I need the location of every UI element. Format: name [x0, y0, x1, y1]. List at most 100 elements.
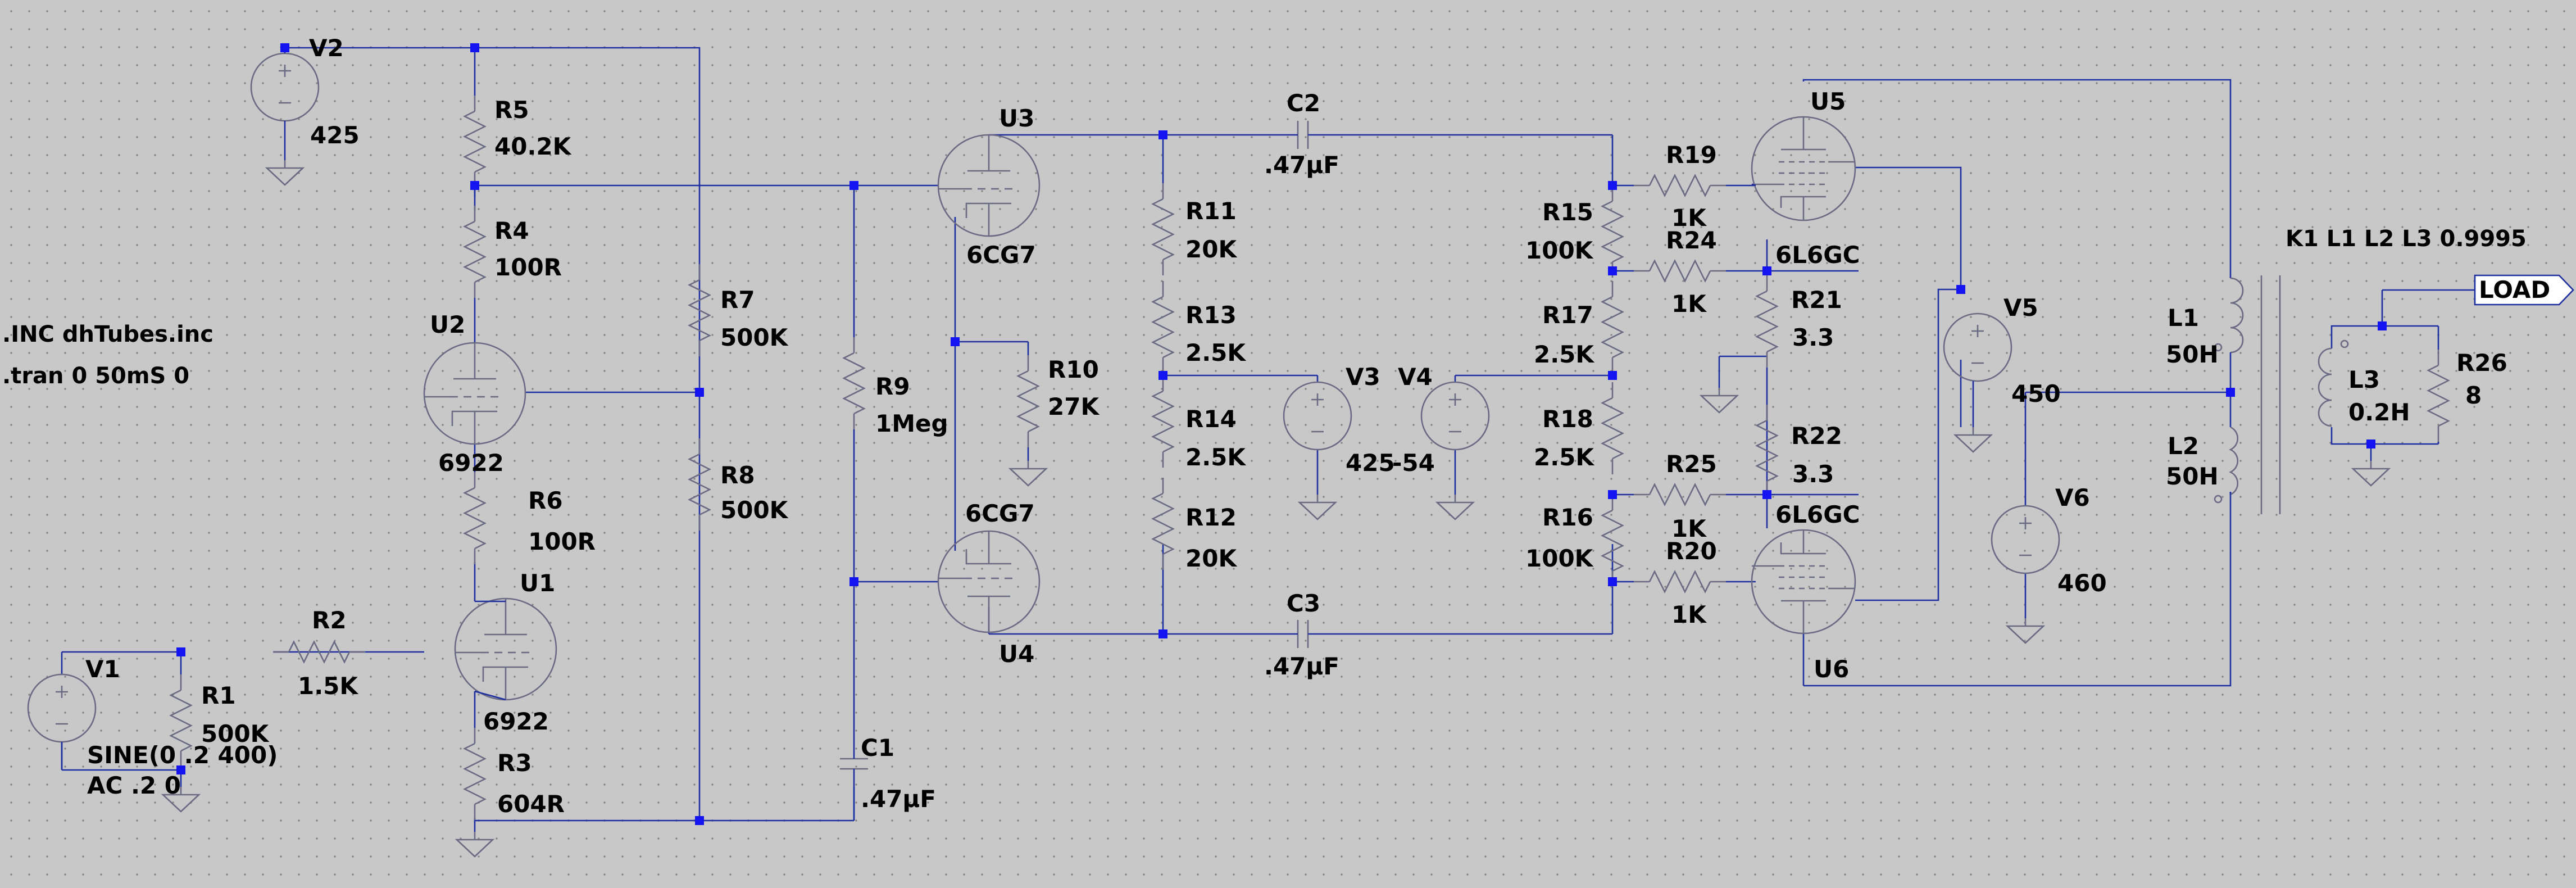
- inductor-L2[interactable]: L2 50H: [2166, 392, 2239, 504]
- resistor-R8[interactable]: R8 500K: [688, 437, 789, 532]
- ref-R7: R7: [720, 286, 755, 314]
- tube-U2[interactable]: U2 6922: [423, 311, 526, 477]
- resistor-R13[interactable]: R13 2.5K: [1152, 280, 1246, 374]
- tran-directive[interactable]: .tran 0 50mS 0: [2, 363, 189, 389]
- ref-R17: R17: [1542, 301, 1593, 329]
- value-V1: SINE(0 .2 400): [87, 741, 278, 769]
- source-V5[interactable]: V5 450: [1943, 294, 2061, 453]
- resistor-R6[interactable]: R6 100R: [464, 471, 596, 565]
- ref-V6: V6: [2055, 484, 2090, 511]
- value-R8: 500K: [720, 496, 789, 524]
- resistor-R15[interactable]: R15 100K: [1525, 184, 1624, 279]
- value-R24: 1K: [1671, 290, 1707, 318]
- resistor-R4[interactable]: R4 100R: [464, 205, 562, 299]
- ref-C3: C3: [1287, 590, 1320, 617]
- ref-R19: R19: [1666, 141, 1717, 169]
- ref-R12: R12: [1185, 504, 1237, 531]
- capacitor-C3[interactable]: C3 .47µF: [1264, 590, 1339, 680]
- ground-symbol: [2352, 460, 2390, 487]
- tube-U3[interactable]: U3 6CG7: [937, 105, 1041, 269]
- resistor-R21[interactable]: R21 3.3: [1756, 274, 1842, 369]
- value-R19: 1K: [1671, 204, 1707, 232]
- resistor-R16[interactable]: R16 100K: [1525, 493, 1624, 588]
- ref-U5: U5: [1810, 88, 1846, 115]
- ref-U2: U2: [430, 311, 465, 338]
- value-R5: 40.2K: [494, 133, 572, 160]
- ref-R9: R9: [875, 373, 910, 400]
- ref-C1: C1: [861, 734, 894, 762]
- transformer-core: [2260, 275, 2281, 514]
- ref-U3: U3: [999, 105, 1034, 132]
- resistor-R24[interactable]: R24 1K: [1633, 226, 1727, 318]
- resistor-R7[interactable]: R7 500K: [688, 263, 789, 357]
- tube-U5[interactable]: U5 6L6GC: [1751, 88, 1860, 269]
- value-R3: 604R: [497, 790, 565, 818]
- value-R12: 20K: [1185, 545, 1237, 572]
- value-R13: 2.5K: [1185, 339, 1246, 366]
- tube-U4[interactable]: 6CG7 U4: [937, 500, 1041, 668]
- resistor-R17[interactable]: R17 2.5K: [1534, 280, 1624, 374]
- ground-symbol: [456, 831, 494, 858]
- value-R17: 2.5K: [1534, 341, 1594, 368]
- resistor-R14[interactable]: R14 2.5K: [1152, 374, 1246, 471]
- ground-symbol: [1009, 460, 1047, 487]
- ref-R25: R25: [1666, 450, 1717, 478]
- resistor-R25[interactable]: R25 1K: [1633, 450, 1727, 542]
- resistor-R20[interactable]: R20 1K: [1633, 537, 1727, 628]
- capacitor-C2[interactable]: C2 .47µF: [1264, 89, 1339, 179]
- capacitor-C1[interactable]: C1 .47µF: [840, 734, 936, 821]
- value-U3: 6CG7: [966, 241, 1036, 269]
- value-R25: 1K: [1671, 515, 1707, 542]
- ref-R5: R5: [494, 96, 529, 124]
- source-V2[interactable]: V2 425: [250, 34, 360, 186]
- value-R2: 1.5K: [298, 672, 358, 700]
- tube-U1[interactable]: U1 6922: [454, 569, 557, 735]
- inductor-L1[interactable]: L1 50H: [2166, 273, 2244, 392]
- resistor-R11[interactable]: R11 20K: [1152, 182, 1237, 277]
- ref-R11: R11: [1185, 197, 1237, 225]
- ref-R10: R10: [1048, 356, 1099, 383]
- resistor-R18[interactable]: R18 2.5K: [1534, 381, 1624, 475]
- value-R7: 500K: [720, 324, 789, 351]
- ref-R14: R14: [1185, 405, 1237, 433]
- resistor-R22[interactable]: R22 3.3: [1756, 404, 1842, 498]
- value-R16: 100K: [1525, 545, 1594, 572]
- resistor-R12[interactable]: R12 20K: [1152, 477, 1237, 572]
- tube-U6[interactable]: 6L6GC U6: [1751, 501, 1860, 683]
- value-V2: 425: [310, 121, 360, 149]
- value-V6: 460: [2057, 569, 2107, 597]
- source-V3[interactable]: V3 425: [1283, 363, 1395, 520]
- ref-R18: R18: [1542, 405, 1593, 433]
- ref-U6: U6: [1814, 655, 1849, 683]
- coupling-directive[interactable]: K1 L1 L2 L3 0.9995: [2286, 226, 2527, 252]
- load-label: LOAD: [2479, 276, 2550, 303]
- source-V6[interactable]: V6 460: [1991, 484, 2107, 644]
- resistor-R1[interactable]: R1 500K: [170, 673, 270, 768]
- resistor-R2[interactable]: R2 1.5K: [272, 606, 366, 700]
- source-V4[interactable]: V4 -54: [1392, 363, 1490, 520]
- resistor-R5[interactable]: R5 40.2K: [464, 94, 572, 189]
- resistor-R10[interactable]: R10 27K: [1017, 354, 1100, 448]
- ref-L2: L2: [2168, 432, 2199, 460]
- ground-symbol: [1700, 387, 1738, 414]
- source-V1[interactable]: V1 SINE(0 .2 400) AC .2 0: [27, 655, 278, 799]
- value-R10: 27K: [1048, 393, 1100, 420]
- ref-R6: R6: [528, 487, 563, 514]
- ref-R26: R26: [2456, 349, 2507, 377]
- value-R18: 2.5K: [1534, 443, 1594, 471]
- value-R21: 3.3: [1792, 324, 1834, 351]
- resistor-R9[interactable]: R9 1Meg: [843, 336, 948, 437]
- resistor-R3[interactable]: R3 604R: [464, 727, 565, 821]
- resistor-R19[interactable]: R19 1K: [1633, 141, 1727, 232]
- resistor-R26[interactable]: R26 8: [2427, 348, 2507, 443]
- ref-R4: R4: [494, 217, 529, 244]
- include-directive[interactable]: .INC dhTubes.inc: [2, 321, 213, 347]
- ref-R24: R24: [1666, 226, 1717, 254]
- ref-R21: R21: [1791, 286, 1842, 314]
- net-label-load[interactable]: LOAD: [2474, 274, 2574, 306]
- inductor-L3[interactable]: L3 0.2H: [2318, 339, 2410, 427]
- value-C1: .47µF: [861, 785, 936, 813]
- value-R4: 100R: [494, 253, 562, 281]
- value-R6: 100R: [528, 528, 596, 555]
